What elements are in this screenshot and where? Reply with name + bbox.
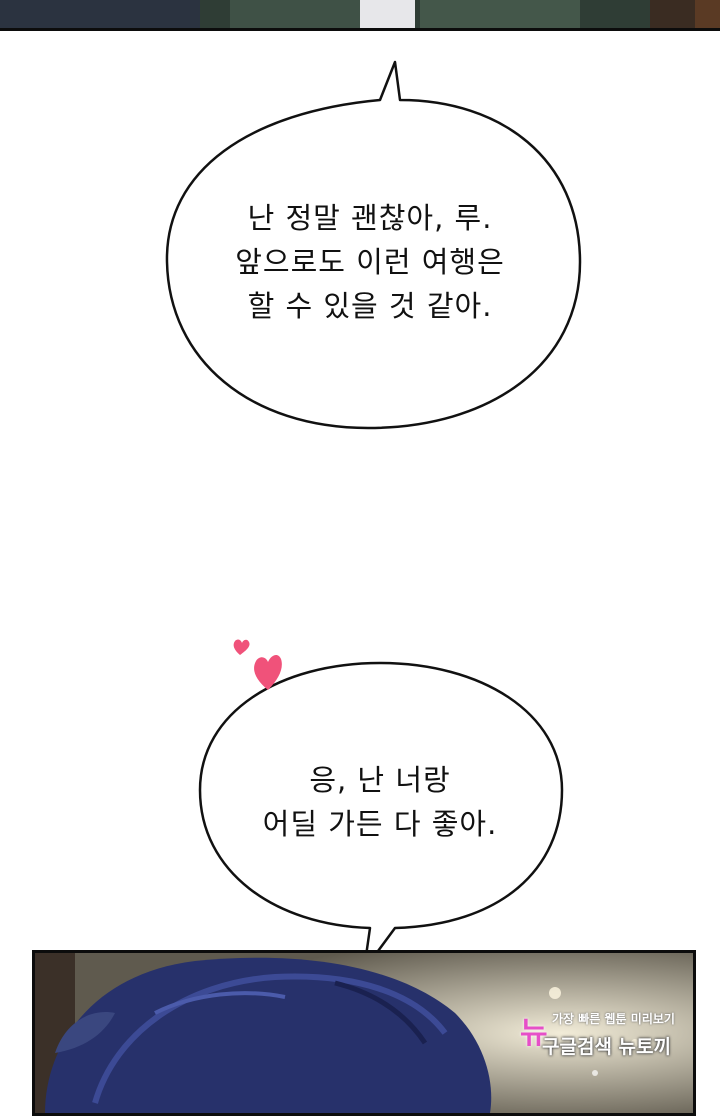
speech-bubble-2-text: 응, 난 너랑 어딜 가든 다 좋아.	[230, 758, 530, 846]
speech-bubble-1-text: 난 정말 괜찮아, 루. 앞으로도 이런 여행은 할 수 있을 것 같아.	[200, 196, 540, 328]
bubble2-line-1: 응, 난 너랑	[309, 763, 451, 797]
small-heart-icon	[233, 639, 250, 655]
top-comic-panel	[0, 0, 720, 31]
speech-bubble-1	[165, 60, 582, 430]
bubble1-line-3: 할 수 있을 것 같아.	[247, 289, 493, 323]
bubble2-line-2: 어딜 가든 다 좋아.	[262, 807, 498, 841]
watermark-tagline: 가장 빠른 웹툰 미리보기	[552, 1012, 675, 1026]
bottom-comic-panel	[32, 950, 696, 1116]
top-panel-art	[0, 0, 720, 28]
speech-bubble-2	[198, 661, 564, 972]
large-heart-icon	[254, 655, 282, 690]
bubble1-line-1: 난 정말 괜찮아, 루.	[247, 201, 493, 235]
bubble1-line-2: 앞으로도 이런 여행은	[235, 245, 505, 279]
watermark-search-text: 구글검색 뉴토끼	[542, 1036, 671, 1058]
watermark-brand: 뉴	[520, 1016, 548, 1051]
watermark: 뉴 가장 빠른 웹툰 미리보기 구글검색 뉴토끼	[520, 1008, 695, 1088]
bottom-panel-art	[35, 953, 693, 1113]
